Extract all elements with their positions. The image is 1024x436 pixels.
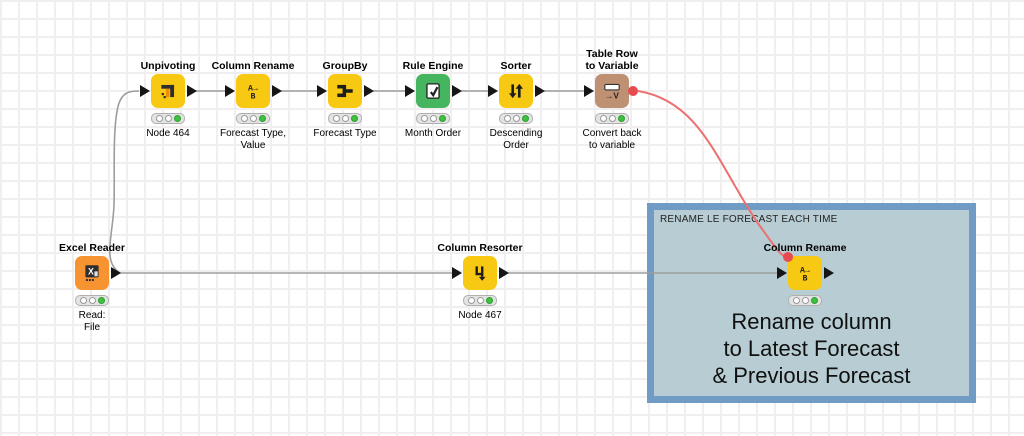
- node-column-resorter[interactable]: Column Resorter Node 467: [420, 228, 540, 350]
- flow-variable-output-port[interactable]: [628, 86, 638, 96]
- wire-flow-variable-table-row-to-column-rename-2[interactable]: [637, 90, 787, 258]
- column-resorter-node-body[interactable]: [463, 256, 497, 290]
- output-port-icon[interactable]: [272, 85, 282, 97]
- column-rename-2-node-body[interactable]: A→ B: [788, 256, 822, 290]
- node-title: Excel Reader: [59, 242, 125, 254]
- sorter-icon: [508, 83, 524, 99]
- column-rename-icon: A→ B: [248, 84, 258, 102]
- node-status-traffic-light: [328, 113, 362, 124]
- input-port-icon[interactable]: [584, 85, 594, 97]
- node-annotation-text: Convert back to variable: [582, 128, 642, 151]
- svg-text:X: X: [88, 267, 94, 277]
- node-title: Column Rename: [763, 242, 847, 254]
- node-table-row-to-variable[interactable]: Table Row to Variable →V Convert back to…: [552, 46, 672, 168]
- unpivoting-node-body[interactable]: [151, 74, 185, 108]
- node-title: Unpivoting: [140, 60, 196, 72]
- node-title: GroupBy: [322, 60, 368, 72]
- column-rename-node-body[interactable]: A→ B: [236, 74, 270, 108]
- node-column-rename-2[interactable]: Column Rename A→ B: [745, 228, 865, 350]
- node-annotation-text: Node 464: [146, 128, 190, 139]
- node-status-traffic-light: [595, 113, 629, 124]
- svg-text:B: B: [251, 93, 256, 102]
- node-title: Rule Engine: [402, 60, 464, 72]
- wire-excel-reader-to-unpivoting[interactable]: [108, 90, 140, 274]
- unpivoting-icon: [161, 84, 175, 99]
- excel-reader-icon: X: [85, 265, 99, 282]
- annotation-title: RENAME LE FORECAST EACH TIME: [660, 214, 838, 225]
- node-rule-engine[interactable]: Rule Engine Month Order: [373, 46, 493, 168]
- svg-text:→V: →V: [605, 91, 619, 100]
- output-port-icon[interactable]: [111, 267, 121, 279]
- node-annotation-text: Read: File: [78, 310, 106, 333]
- node-column-rename[interactable]: Column Rename A→ B Forecast Type, Value: [193, 46, 313, 168]
- node-annotation-text: Month Order: [404, 128, 462, 139]
- sorter-node-body[interactable]: [499, 74, 533, 108]
- node-status-traffic-light: [236, 113, 270, 124]
- output-port-icon[interactable]: [824, 267, 834, 279]
- column-rename-icon: A→ B: [800, 266, 810, 284]
- excel-reader-node-body[interactable]: X: [75, 256, 109, 290]
- input-port-icon[interactable]: [140, 85, 150, 97]
- node-annotation-text: Descending Order: [489, 128, 543, 151]
- table-row-to-variable-node-body[interactable]: →V: [595, 74, 629, 108]
- node-title: Column Resorter: [437, 242, 523, 254]
- input-port-icon[interactable]: [777, 267, 787, 279]
- node-status-traffic-light: [151, 113, 185, 124]
- output-port-icon[interactable]: [364, 85, 374, 97]
- input-port-icon[interactable]: [225, 85, 235, 97]
- svg-text:B: B: [803, 275, 808, 284]
- rule-engine-node-body[interactable]: [416, 74, 450, 108]
- node-unpivoting[interactable]: Unpivoting Node 464: [108, 46, 228, 168]
- output-port-icon[interactable]: [499, 267, 509, 279]
- output-port-icon[interactable]: [187, 85, 197, 97]
- workflow-annotation[interactable]: RENAME LE FORECAST EACH TIME Rename colu…: [647, 203, 976, 403]
- node-status-traffic-light: [75, 295, 109, 306]
- table-row-to-variable-icon: →V: [604, 83, 620, 100]
- rule-engine-icon: [426, 83, 440, 99]
- node-status-traffic-light: [788, 295, 822, 306]
- groupby-node-body[interactable]: [328, 74, 362, 108]
- input-port-icon[interactable]: [405, 85, 415, 97]
- annotation-body: Rename column to Latest Forecast & Previ…: [712, 309, 911, 388]
- output-port-icon[interactable]: [452, 85, 462, 97]
- svg-text:A→: A→: [800, 266, 810, 275]
- node-excel-reader[interactable]: Excel Reader X Read: File: [32, 228, 152, 350]
- groupby-icon: [337, 84, 353, 98]
- node-status-traffic-light: [416, 113, 450, 124]
- input-port-icon[interactable]: [452, 267, 462, 279]
- column-resorter-icon: [475, 266, 486, 281]
- node-annotation-text: Forecast Type: [313, 128, 377, 139]
- node-title: Column Rename: [211, 60, 295, 72]
- flow-variable-input-port[interactable]: [783, 252, 793, 262]
- svg-text:A→: A→: [248, 84, 258, 93]
- node-annotation-text: Node 467: [458, 310, 502, 321]
- input-port-icon[interactable]: [488, 85, 498, 97]
- node-sorter[interactable]: Sorter Descending Order: [456, 46, 576, 168]
- input-port-icon[interactable]: [317, 85, 327, 97]
- node-title: Sorter: [500, 60, 532, 72]
- node-title: Table Row to Variable: [585, 48, 639, 72]
- node-groupby[interactable]: GroupBy Forecast Type: [285, 46, 405, 168]
- output-port-icon[interactable]: [535, 85, 545, 97]
- node-status-traffic-light: [463, 295, 497, 306]
- node-annotation-text: Forecast Type, Value: [220, 128, 286, 151]
- node-status-traffic-light: [499, 113, 533, 124]
